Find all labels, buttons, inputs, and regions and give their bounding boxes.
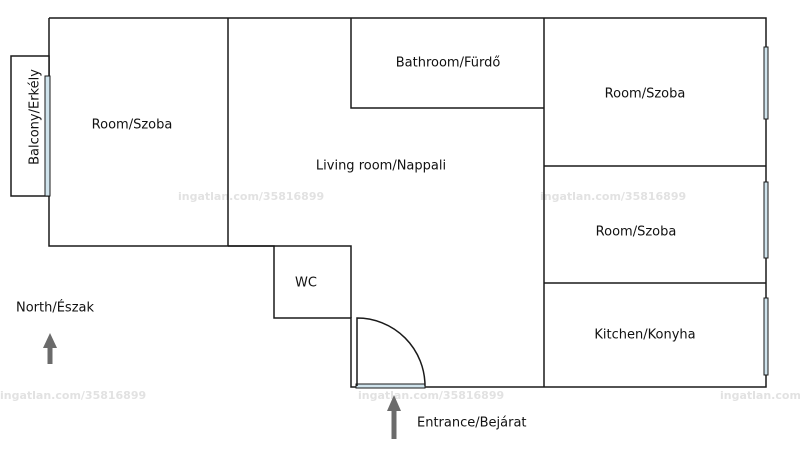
wall-wc	[228, 245, 352, 318]
living-room-label: Living room/Nappali	[316, 159, 446, 174]
kitchen-label: Kitchen/Konyha	[594, 328, 695, 343]
window	[763, 46, 769, 120]
watermark: ingatlan.com/35816899	[358, 389, 504, 402]
room-mid-right-label: Room/Szoba	[596, 225, 677, 240]
walls	[48, 17, 767, 388]
watermarks: ingatlan.com/35816899 ingatlan.com/35816…	[0, 190, 800, 402]
wall-bathroom	[350, 18, 544, 109]
north-label: North/Észak	[16, 300, 95, 316]
room-left-label: Room/Szoba	[92, 118, 173, 133]
watermark: ingatlan.com/35816899	[540, 190, 686, 203]
entrance-arrow-icon	[387, 395, 401, 439]
bathroom-label: Bathroom/Fürdő	[396, 56, 501, 71]
windows	[763, 46, 769, 376]
watermark: ingatlan.com/35816899	[720, 389, 800, 402]
entrance-label: Entrance/Bejárat	[417, 416, 527, 431]
watermark: ingatlan.com/35816899	[178, 190, 324, 203]
watermark: ingatlan.com/35816899	[0, 389, 146, 402]
entrance-door	[355, 317, 426, 389]
window	[763, 181, 769, 259]
north-arrow-icon	[43, 333, 57, 364]
balcony-outline	[10, 55, 50, 197]
room-top-right-label: Room/Szoba	[605, 87, 686, 102]
balcony-window	[44, 75, 51, 197]
balcony-label: Balcony/Erkély	[28, 69, 43, 165]
wc-label: WC	[295, 276, 317, 291]
window	[763, 297, 769, 376]
